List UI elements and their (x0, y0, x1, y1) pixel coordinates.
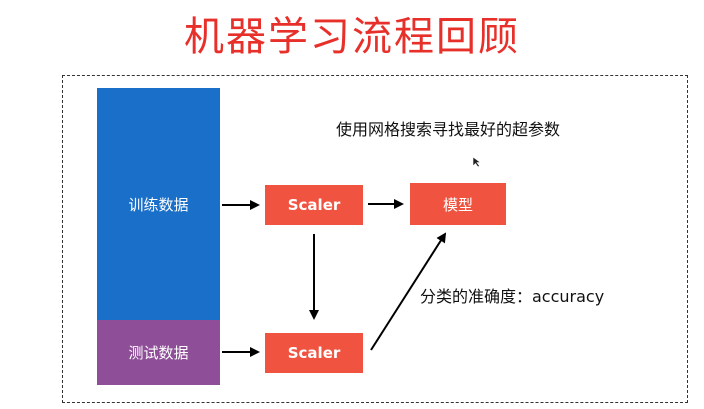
scaler-box-top: Scaler (265, 185, 363, 225)
page-title: 机器学习流程回顾 (184, 14, 520, 60)
test-data-block: 测试数据 (97, 320, 220, 385)
training-data-label: 训练数据 (128, 195, 189, 214)
model-label: 模型 (442, 195, 473, 214)
grid-search-note: 使用网格搜索寻找最好的超参数 (336, 120, 561, 139)
diagram-frame (62, 75, 688, 403)
mouse-cursor-icon (472, 156, 482, 168)
scaler-bottom-label: Scaler (287, 344, 341, 362)
training-data-block: 训练数据 (97, 88, 220, 320)
arrow-scaler-to-model-diagonal (370, 232, 447, 351)
scaler-top-label: Scaler (287, 196, 341, 214)
model-box: 模型 (410, 183, 506, 225)
scaler-box-bottom: Scaler (265, 333, 363, 373)
accuracy-note: 分类的准确度：accuracy (420, 287, 605, 306)
test-data-label: 测试数据 (128, 344, 189, 362)
